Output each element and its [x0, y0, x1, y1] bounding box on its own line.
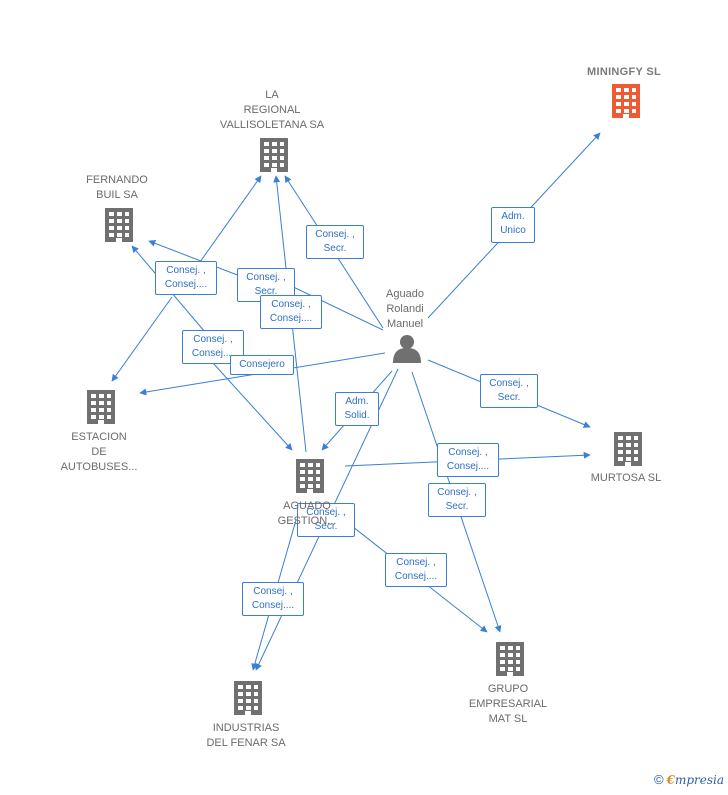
edge-line: [111, 296, 173, 382]
company-name-label[interactable]: GRUPO EMPRESARIAL MAT SL: [468, 683, 548, 725]
company-icon[interactable]: [296, 459, 324, 493]
company-name-label[interactable]: FERNANDO BUIL SA: [86, 174, 148, 201]
company-icon[interactable]: [260, 138, 288, 172]
nodes-layer: [87, 84, 642, 715]
company-icon[interactable]: [87, 390, 115, 424]
brand-name: mpresia: [674, 773, 724, 787]
company-name-label[interactable]: INDUSTRIAS DEL FENAR SA: [206, 722, 286, 749]
company-name-label[interactable]: AGUADO GESTION...: [277, 500, 337, 527]
company-icon[interactable]: [496, 642, 524, 676]
edge-role-label[interactable]: Consej. , Consej....: [385, 553, 447, 587]
edge-line: [199, 175, 262, 263]
highlighted-company-icon[interactable]: [612, 84, 640, 118]
edge-role-label[interactable]: Consej. , Consej....: [242, 582, 304, 616]
edge-role-label[interactable]: Consej. , Consej....: [260, 295, 322, 329]
edge-role-label[interactable]: Adm. Unico: [491, 207, 535, 243]
edge-role-label[interactable]: Consej. , Secr.: [306, 225, 364, 259]
empresia-watermark: ©€mpresia: [654, 772, 724, 787]
edge-line: [284, 282, 384, 331]
company-icon[interactable]: [234, 681, 262, 715]
company-icon[interactable]: [614, 432, 642, 466]
person-name-label[interactable]: Aguado Rolandi Manuel: [386, 288, 424, 330]
company-icon[interactable]: [105, 208, 133, 242]
company-name-label[interactable]: ESTACION DE AUTOBUSES...: [60, 431, 138, 473]
edge-role-label[interactable]: Consej. , Consej....: [437, 443, 499, 477]
company-name-label[interactable]: MURTOSA SL: [590, 472, 662, 484]
edge-role-label[interactable]: Consej. , Secr.: [297, 503, 355, 537]
edge-role-label[interactable]: Adm. Solid.: [335, 392, 379, 426]
edge-line: [212, 362, 293, 451]
copyright-symbol: ©: [653, 772, 664, 787]
brand-initial: €: [666, 773, 675, 787]
edge-role-label[interactable]: Consejero: [230, 355, 294, 375]
company-name-label[interactable]: MININGFY SL: [587, 66, 661, 78]
edge-role-label[interactable]: Consej. , Consej....: [155, 261, 217, 295]
company-name-label[interactable]: LA REGIONAL VALLISOLETANA SA: [219, 89, 325, 131]
person-icon[interactable]: [393, 335, 421, 363]
edge-role-label[interactable]: Consej. , Secr.: [480, 374, 538, 408]
edge-role-label[interactable]: Consej. , Secr.: [428, 483, 486, 517]
